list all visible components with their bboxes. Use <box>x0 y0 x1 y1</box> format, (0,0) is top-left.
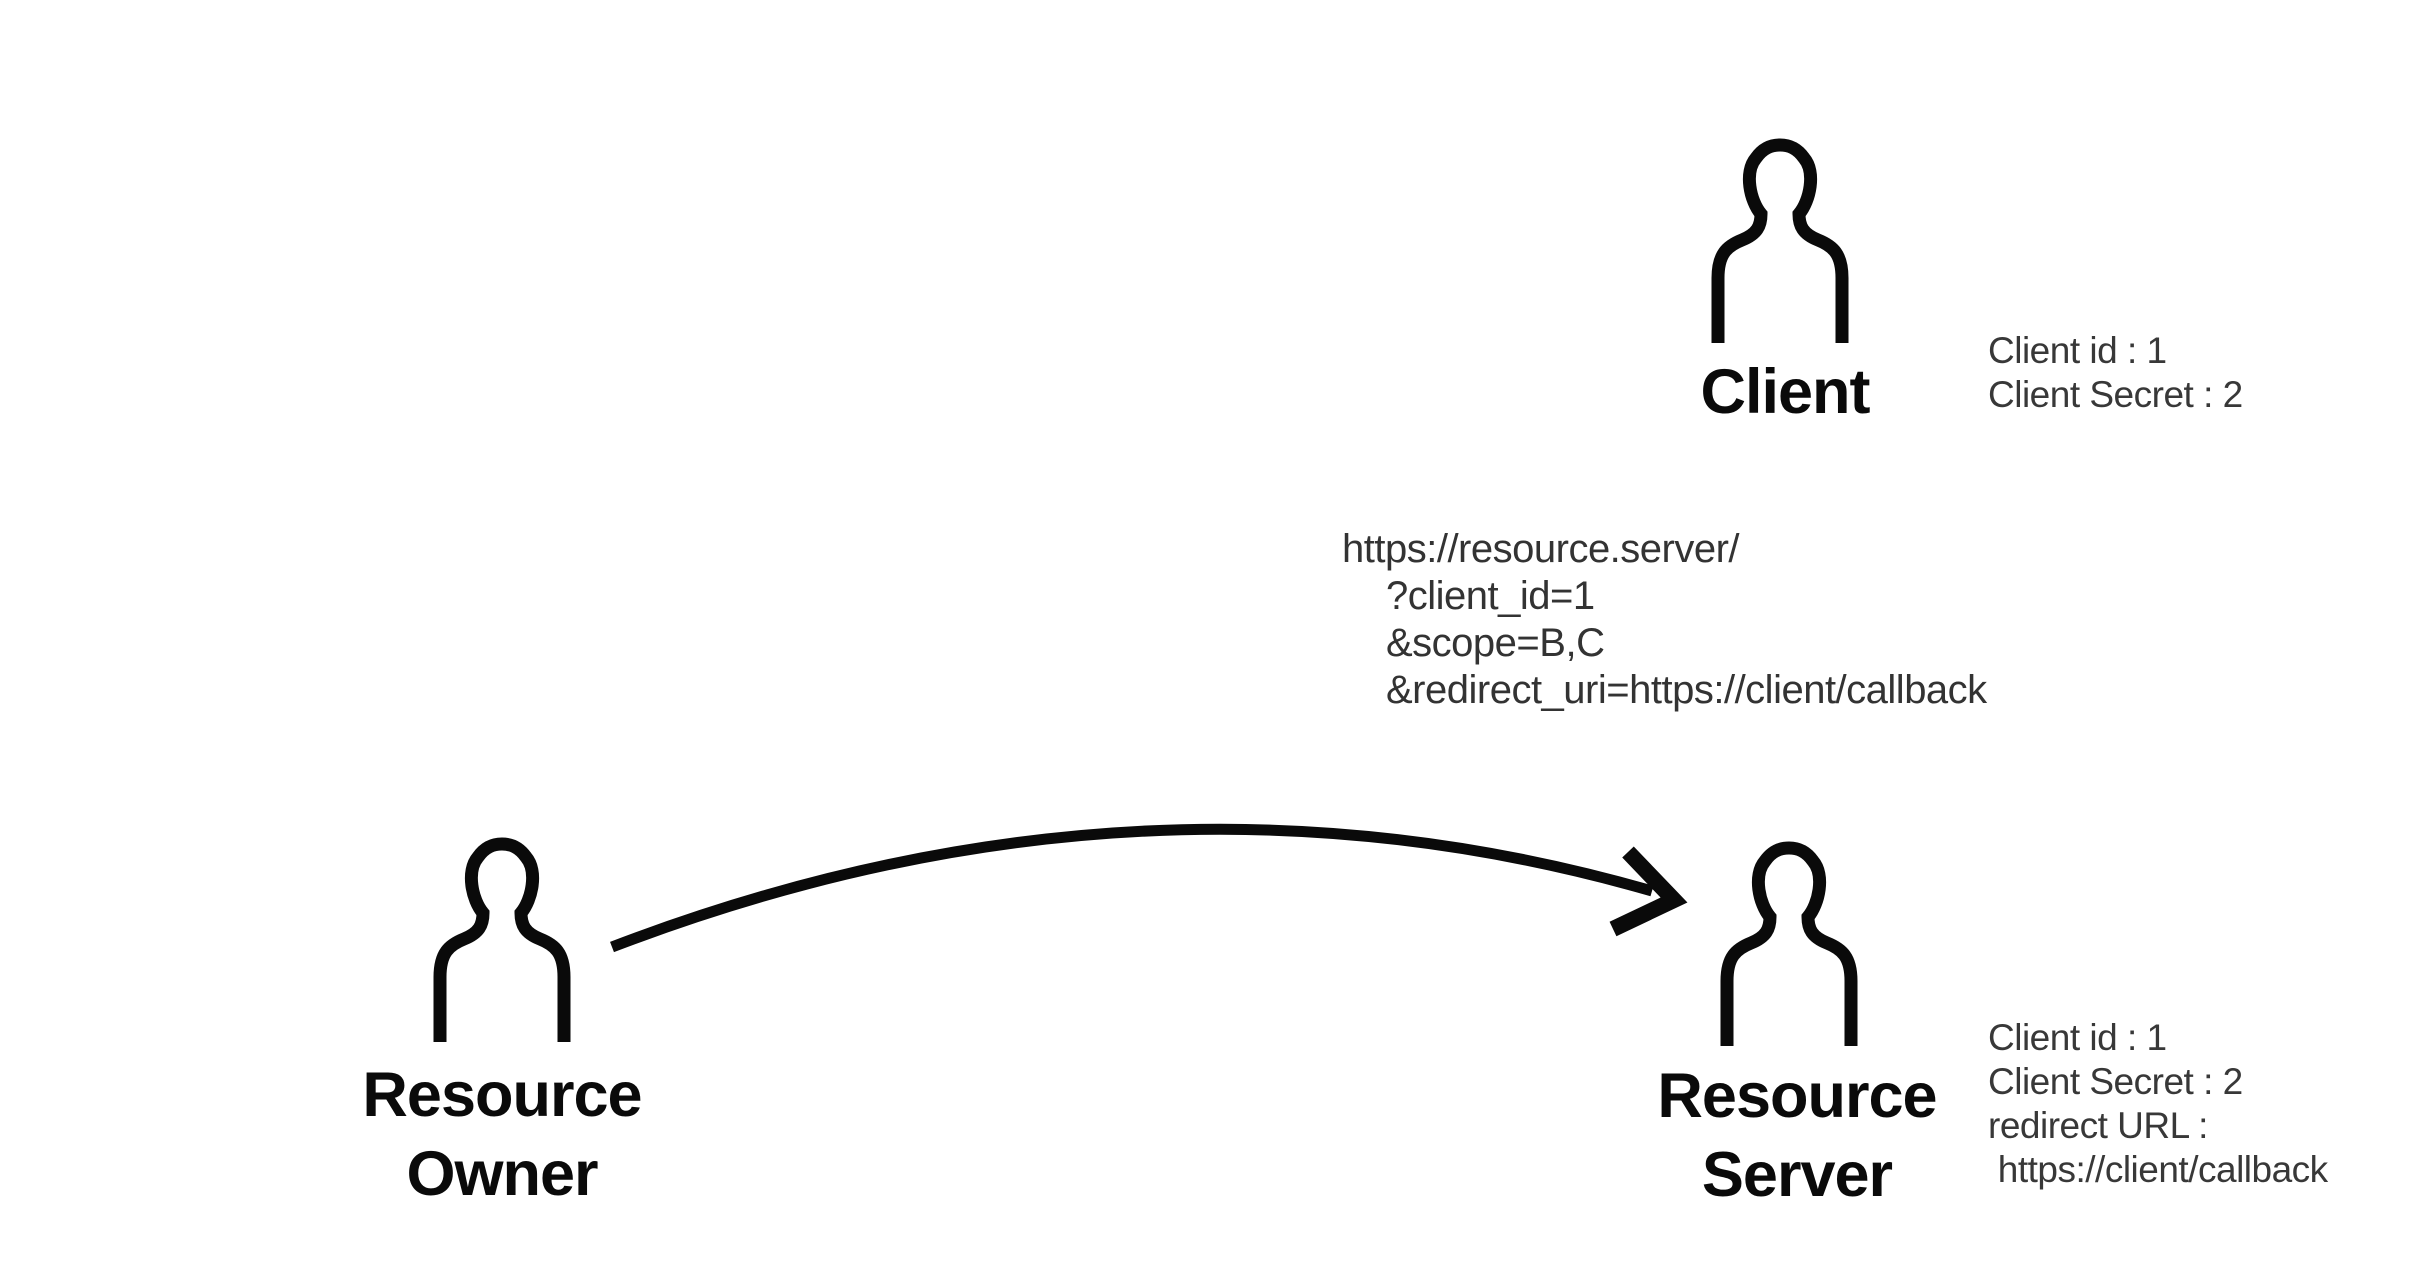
resource-owner-label-line1: Resource <box>362 1060 642 1130</box>
resource-server-label-line1: Resource <box>1657 1061 1937 1131</box>
resource-server-info-secret: Client Secret : 2 <box>1988 1061 2243 1102</box>
resource-server-label: Resource Server <box>1647 1057 1947 1215</box>
resource-server-label-line2: Server <box>1701 1140 1893 1210</box>
client-info: Client id : 1 Client Secret : 2 <box>1988 329 2243 417</box>
url-line-client-id: ?client_id=1 <box>1386 574 1595 618</box>
client-label: Client <box>1700 357 1870 427</box>
resource-server-info-redirect-url: https://client/callback <box>1988 1149 2328 1190</box>
resource-server-info-id: Client id : 1 <box>1988 1017 2167 1058</box>
resource-server-info: Client id : 1 Client Secret : 2 redirect… <box>1988 1016 2328 1192</box>
resource-owner-label: Resource Owner <box>352 1056 652 1214</box>
url-line-redirect-uri: &redirect_uri=https://client/callback <box>1386 668 1987 712</box>
client-info-secret: Client Secret : 2 <box>1988 374 2243 415</box>
resource-owner-label-line2: Owner <box>406 1139 598 1209</box>
resource-server-actor <box>1714 841 1864 1046</box>
client-person-icon <box>1711 138 1849 343</box>
url-line-base: https://resource.server/ <box>1342 527 1740 571</box>
resource-owner-person-icon <box>433 837 571 1042</box>
client-actor <box>1705 138 1855 343</box>
url-line-scope: &scope=B,C <box>1386 621 1605 665</box>
authorization-request-url: https://resource.server/ ?client_id=1 &s… <box>1342 526 1987 714</box>
resource-owner-actor <box>427 837 577 1042</box>
arrow-shaft <box>610 823 1654 953</box>
arrow-head-icon <box>1609 846 1688 937</box>
resource-server-info-redirect-label: redirect URL : <box>1988 1105 2208 1146</box>
resource-server-person-icon <box>1720 841 1858 1046</box>
client-info-id: Client id : 1 <box>1988 330 2167 371</box>
